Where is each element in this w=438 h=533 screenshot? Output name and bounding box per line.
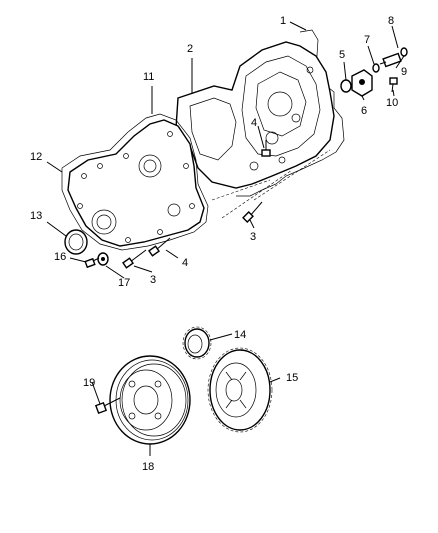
callout-8: 8 <box>388 15 394 27</box>
callout-2: 2 <box>187 43 193 55</box>
callout-11: 11 <box>143 71 154 83</box>
callout-12: 12 <box>30 151 42 163</box>
callout-13: 13 <box>30 210 42 222</box>
bolt-3-upper <box>242 201 263 223</box>
callout-10: 10 <box>386 97 398 109</box>
callout-7: 7 <box>364 34 370 46</box>
bolt-4-upper <box>261 140 271 157</box>
sensor-housing <box>351 69 373 97</box>
oil-seal <box>64 229 88 255</box>
callout-4-lower: 4 <box>182 257 188 269</box>
dowel-bushing <box>97 252 109 266</box>
callout-9: 9 <box>401 66 407 78</box>
sensor-8 <box>379 52 402 68</box>
callout-4-upper: 4 <box>251 117 257 129</box>
bolt-3-lower <box>122 249 147 269</box>
callout-15: 15 <box>286 372 298 384</box>
callout-6: 6 <box>361 105 367 117</box>
crankshaft-gear <box>182 326 212 360</box>
callout-5: 5 <box>339 49 345 61</box>
timing-housing <box>175 41 335 189</box>
damper-bolt <box>94 397 121 415</box>
callout-14: 14 <box>234 329 246 341</box>
callout-17: 17 <box>118 277 130 289</box>
seal-ring-7 <box>372 63 380 73</box>
front-gasket <box>61 113 209 251</box>
callout-3-lower: 3 <box>150 274 156 286</box>
callout-1: 1 <box>280 15 286 27</box>
o-ring <box>340 79 352 93</box>
camshaft-gear <box>207 347 273 433</box>
callout-18: 18 <box>142 461 154 473</box>
bolt-4-lower <box>148 237 171 257</box>
leader-lines <box>46 21 405 456</box>
vibration-damper <box>109 355 191 445</box>
callout-16: 16 <box>54 251 66 263</box>
bolt-16 <box>84 257 100 269</box>
front-cover <box>67 119 205 247</box>
callout-3-upper: 3 <box>250 231 256 243</box>
seal-ring-9 <box>400 47 408 57</box>
bolt-10 <box>389 77 398 93</box>
callout-19: 19 <box>83 377 95 389</box>
